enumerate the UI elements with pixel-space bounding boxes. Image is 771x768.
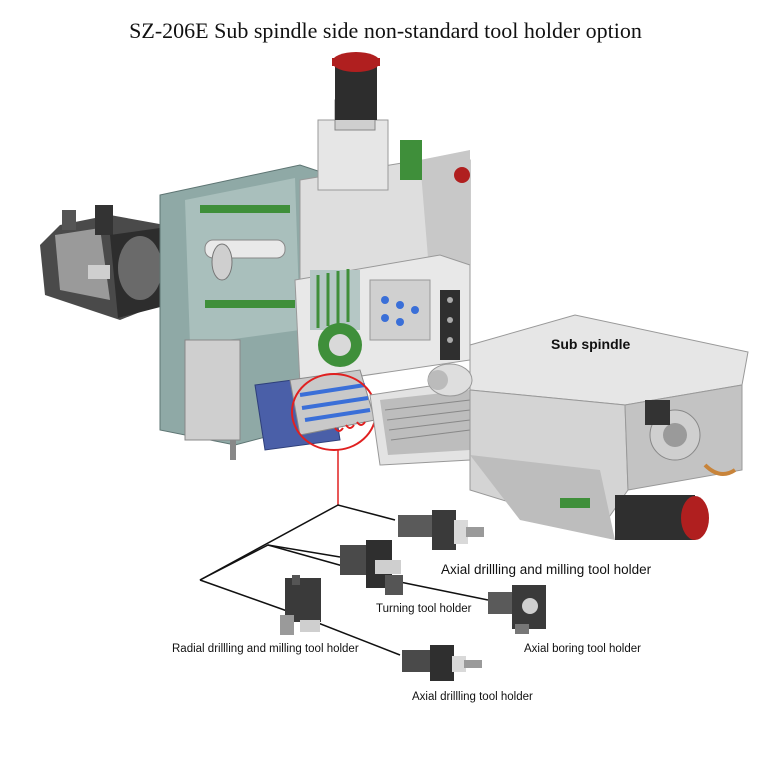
axial-drilling-label: Axial drillling tool holder	[412, 691, 533, 703]
axial-boring-label: Axial boring tool holder	[524, 643, 641, 655]
sub-spindle-housing	[427, 314, 749, 540]
axial-drill-mill-label: Axial drillling and milling tool holder	[441, 562, 652, 577]
main-spindle-unit	[40, 205, 170, 320]
turning-label: Turning tool holder	[376, 603, 472, 615]
radial-drill-mill-label: Radial drillling and milling tool holder	[172, 643, 359, 655]
axial-drilling-holder-image	[402, 645, 482, 681]
radial-drill-mill-holder-image	[280, 575, 321, 635]
turning-holder-image	[340, 540, 403, 595]
sub-spindle-label: Sub spindle	[551, 336, 631, 352]
tool-slide	[294, 254, 471, 386]
axial-boring-holder-image	[488, 585, 546, 634]
diagram-title: SZ-206E Sub spindle side non-standard to…	[129, 18, 642, 43]
machine-frame	[159, 164, 331, 446]
machine-bed	[230, 379, 471, 466]
sub-spindle-tool-block	[254, 369, 376, 451]
axial-drill-mill-holder-image	[398, 510, 484, 550]
